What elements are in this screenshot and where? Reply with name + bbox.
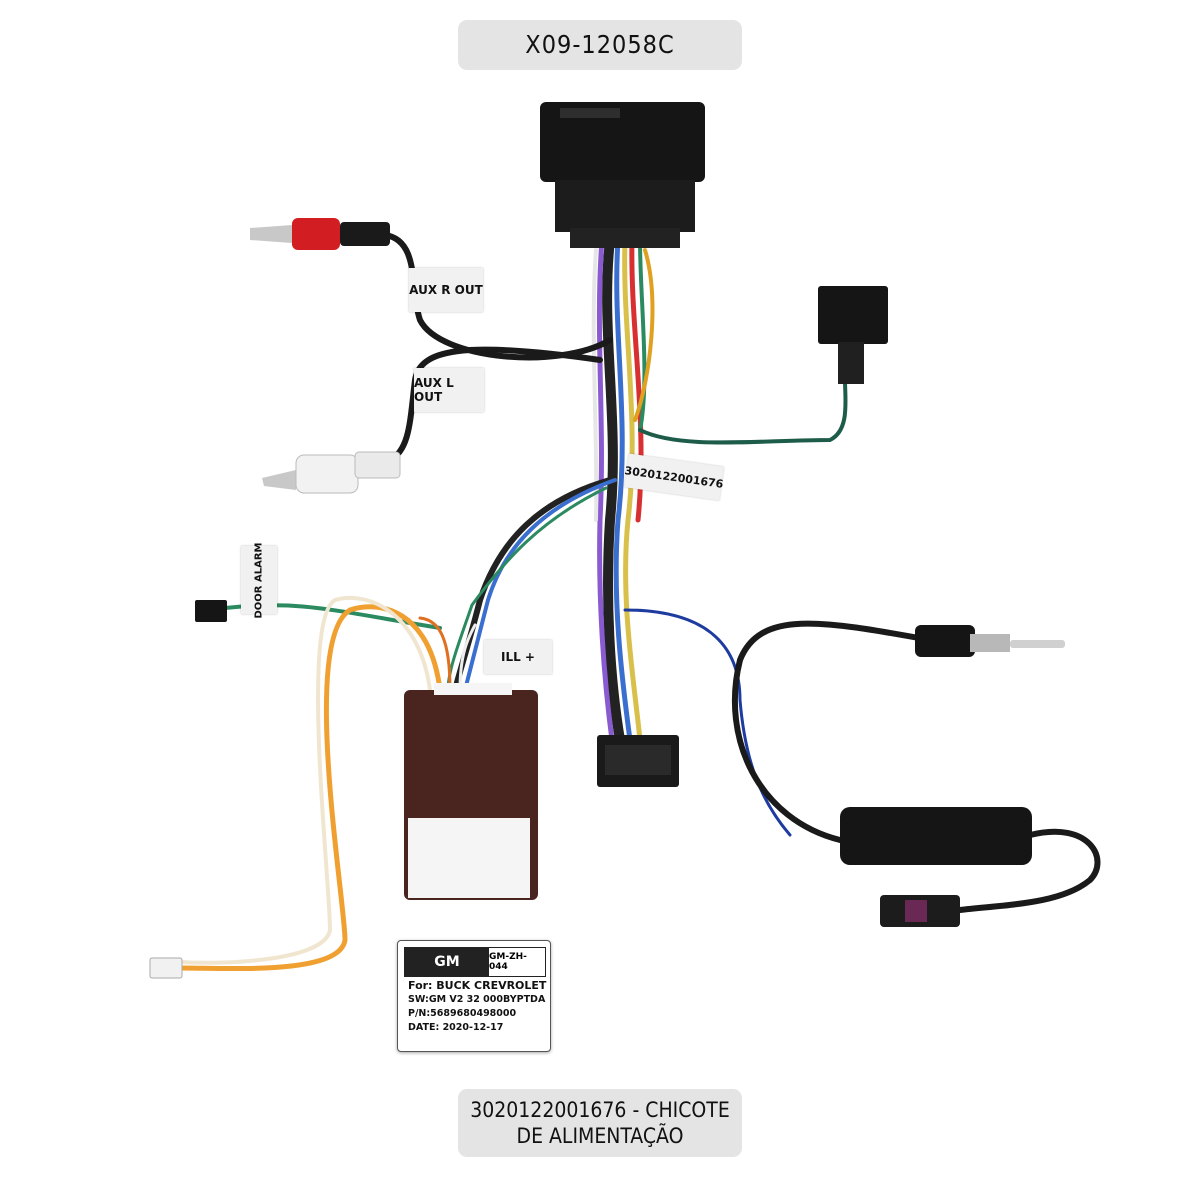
caption-line-1: 3020122001676 - CHICOTE xyxy=(470,1098,730,1122)
main-power-connector xyxy=(540,102,705,248)
rca-red-plug xyxy=(250,218,390,250)
gm-logo: GM xyxy=(405,948,489,976)
product-caption: 3020122001676 - CHICOTE DE ALIMENTAÇÃO xyxy=(458,1089,742,1157)
jst-connector xyxy=(149,957,183,979)
tag-door-alarm: DOOR ALARM xyxy=(241,542,277,618)
door-alarm-connector xyxy=(195,600,227,622)
wire-bundle xyxy=(177,232,1101,972)
label-line-3: P/N:5689680498000 xyxy=(408,1008,517,1019)
right-small-connector xyxy=(818,286,888,384)
tag-ill-plus: ILL + xyxy=(484,640,552,674)
tag-aux-l-out: AUX L OUT xyxy=(414,368,484,412)
antenna-adapter xyxy=(840,625,1065,927)
interface-module xyxy=(404,683,538,900)
part-code-banner: X09-12058C xyxy=(458,20,742,70)
tag-aux-r-out: AUX R OUT xyxy=(409,268,483,312)
label-model: GM-ZH-044 xyxy=(489,952,527,972)
label-line-1: For: BUCK CREVROLET xyxy=(408,979,547,992)
rca-white-plug xyxy=(262,451,401,494)
label-line-4: DATE: 2020-12-17 xyxy=(408,1022,504,1033)
label-header: GM GM-ZH-044 xyxy=(404,947,546,977)
harness-plug-lower xyxy=(597,735,679,787)
label-body: For: BUCK CREVROLET SW:GM V2 32 000BYPTD… xyxy=(408,979,546,1035)
label-line-2: SW:GM V2 32 000BYPTDA xyxy=(408,994,546,1005)
module-label-card: GM GM-ZH-044 For: BUCK CREVROLET SW:GM V… xyxy=(397,940,551,1052)
caption-line-2: DE ALIMENTAÇÃO xyxy=(516,1124,684,1148)
tag-door-alarm-text: DOOR ALARM xyxy=(253,542,265,618)
